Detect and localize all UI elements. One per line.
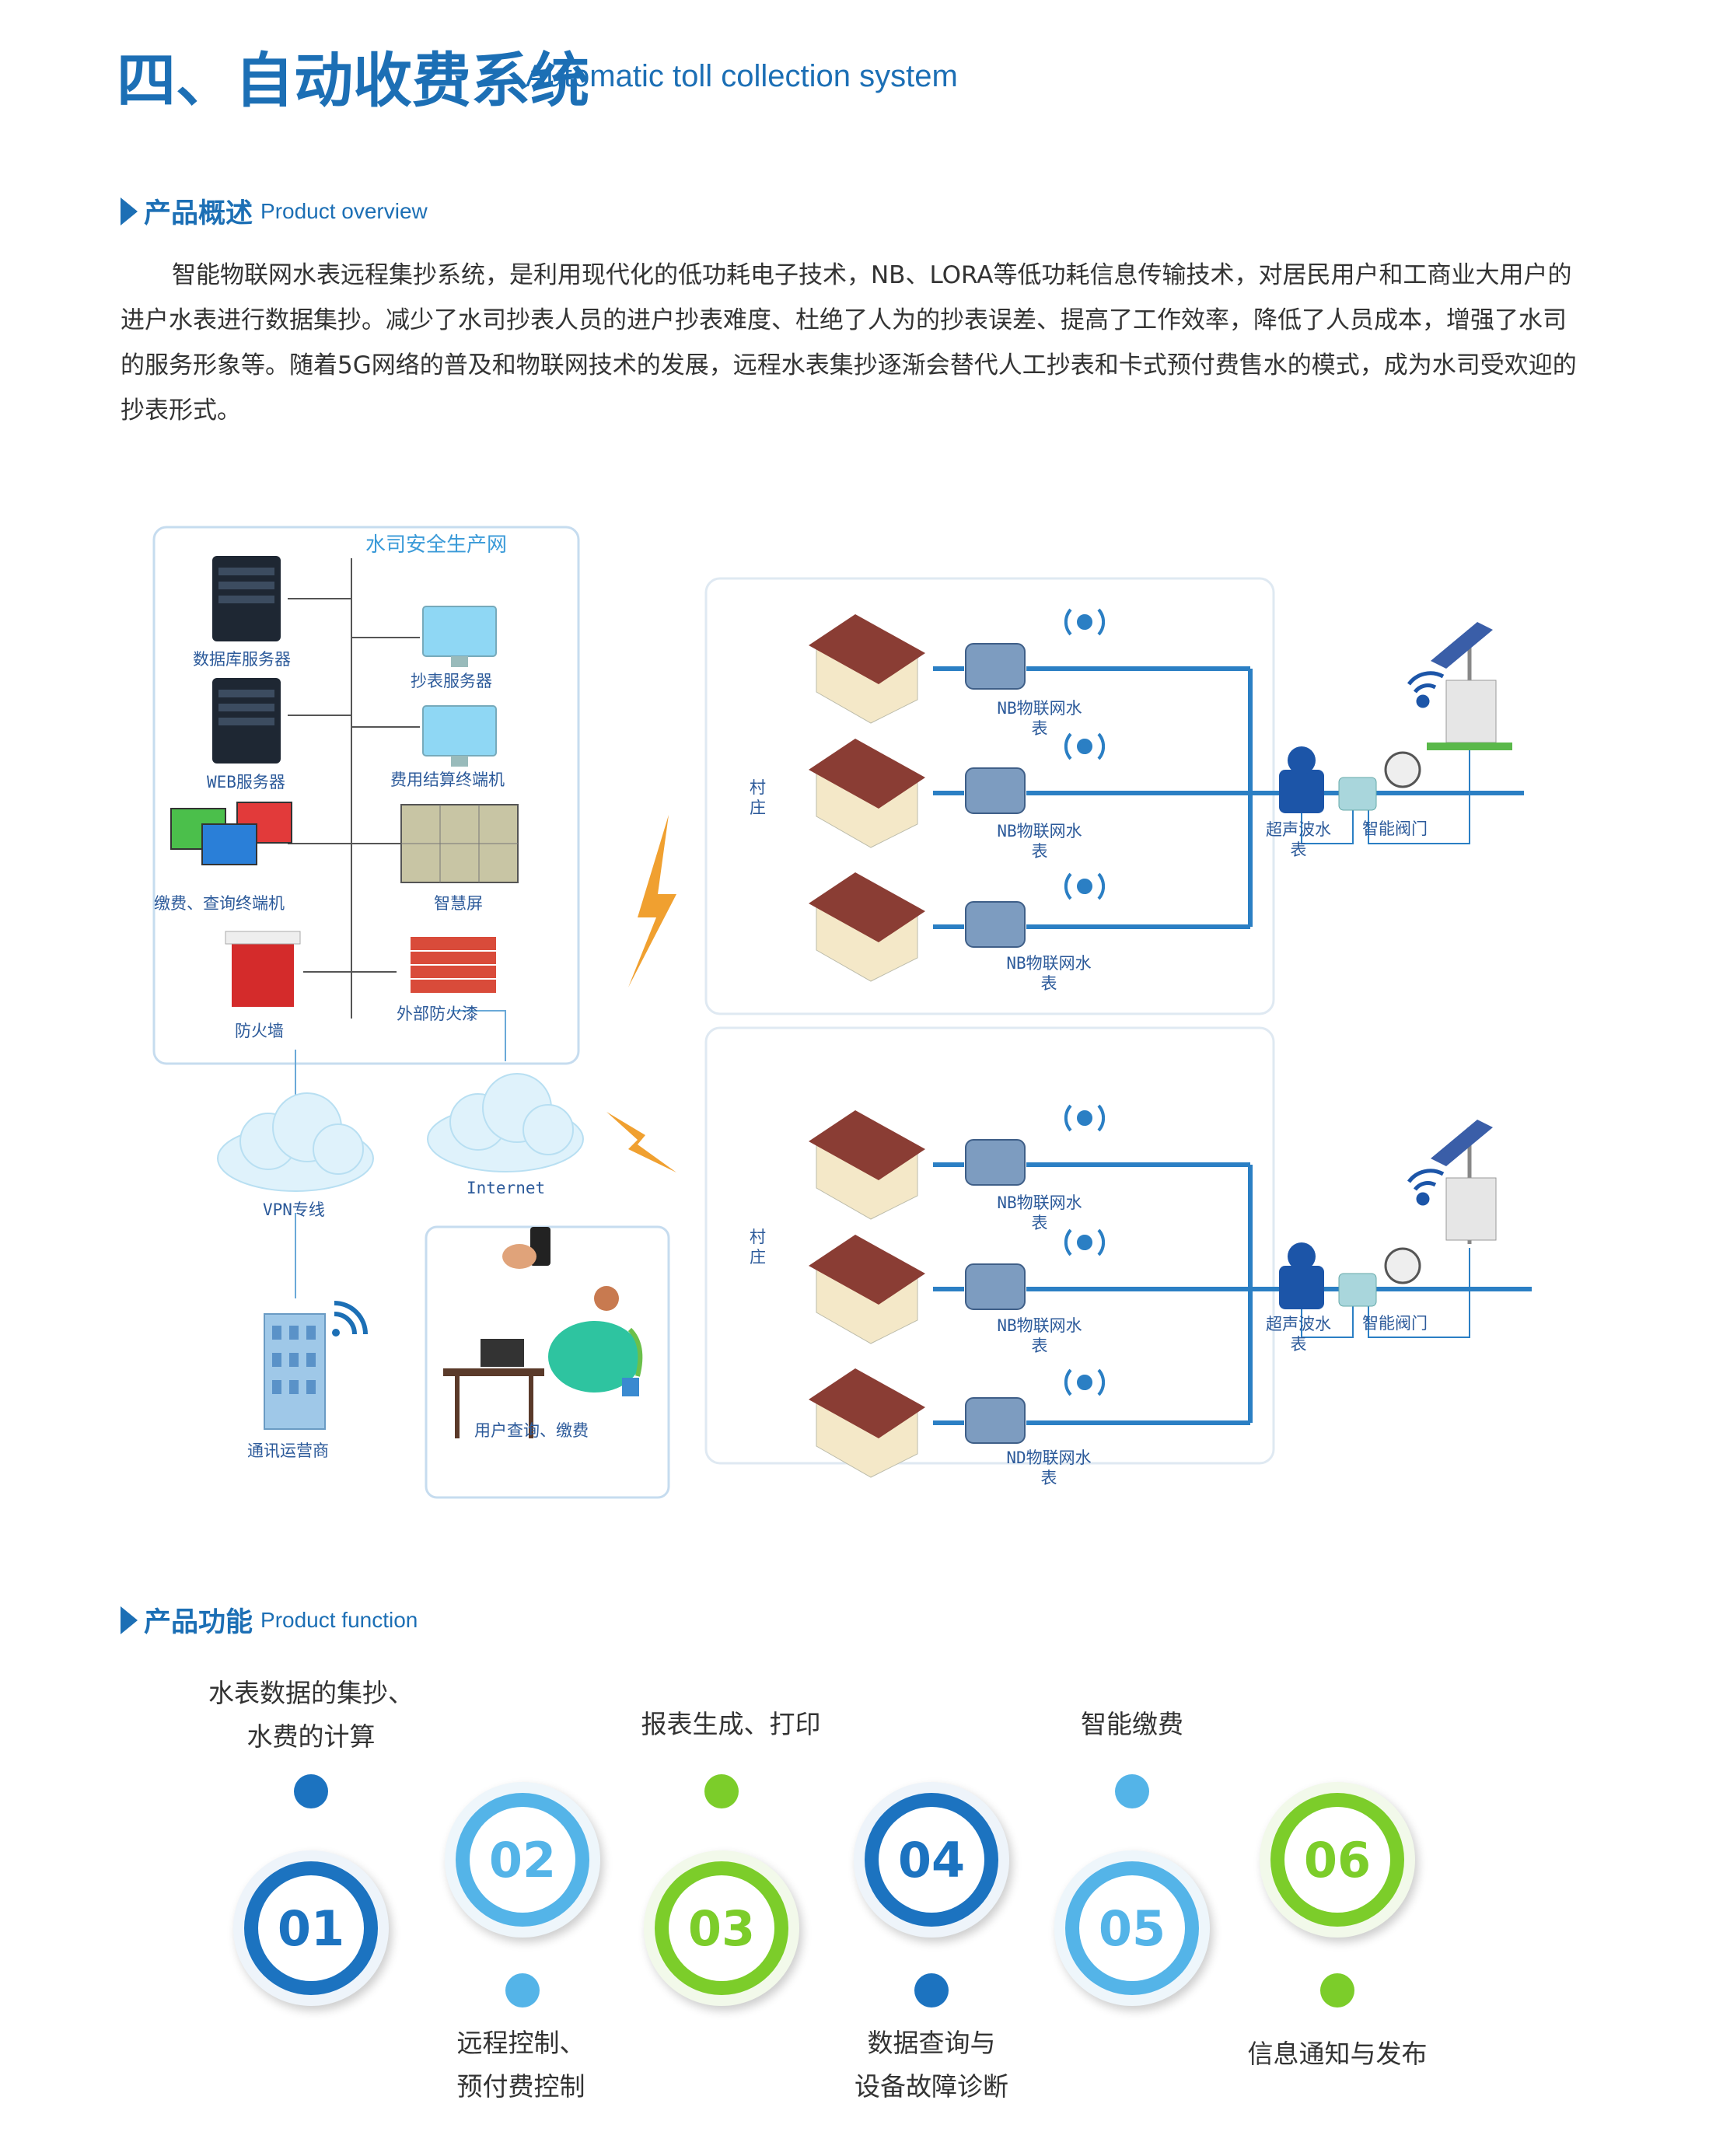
village-label-bottom: 村庄 bbox=[750, 1228, 766, 1267]
function-dot-03 bbox=[704, 1774, 739, 1808]
function-label-02-line1: 远程控制、 bbox=[456, 2028, 585, 2058]
user-query-label: 用户查询、缴费 bbox=[474, 1421, 589, 1440]
meter-label-bot-2: NB物联网水表 bbox=[997, 1316, 1082, 1355]
meter-label-top-1: NB物联网水表 bbox=[997, 699, 1082, 738]
village-top bbox=[933, 666, 1524, 929]
function-circle-03: 03 bbox=[644, 1850, 799, 2006]
meter-server-label: 抄表服务器 bbox=[411, 672, 492, 690]
function-circle-02: 02 bbox=[445, 1782, 600, 1938]
function-label-01-line2: 水费的计算 bbox=[246, 1721, 376, 1752]
function-label-04: 数据查询与 设备故障诊断 bbox=[815, 2021, 1048, 2109]
function-dot-02 bbox=[505, 1973, 540, 2007]
smart-screen-label: 智慧屏 bbox=[434, 894, 483, 913]
external-firewall-label: 外部防火漆 bbox=[397, 1005, 478, 1023]
function-circle-01: 01 bbox=[233, 1850, 389, 2006]
function-label-06: 信息通知与发布 bbox=[1247, 2039, 1428, 2069]
billing-terminal-label: 费用结算终端机 bbox=[390, 770, 505, 789]
village-bottom bbox=[933, 1162, 1532, 1425]
function-num-03: 03 bbox=[669, 1875, 774, 1981]
function-dot-05 bbox=[1115, 1774, 1149, 1808]
function-dot-01 bbox=[294, 1774, 328, 1808]
function-circle-06: 06 bbox=[1260, 1782, 1415, 1938]
function-label-01-line1: 水表数据的集抄、 bbox=[208, 1678, 414, 1708]
meter-label-bot-1: NB物联网水表 bbox=[997, 1193, 1082, 1232]
payment-terminal-label: 缴费、查询终端机 bbox=[154, 894, 285, 913]
meter-label-bot-3: ND物联网水表 bbox=[1006, 1448, 1092, 1487]
overview-heading-cn: 产品概述 bbox=[144, 198, 253, 229]
function-label-03: 报表生成、打印 bbox=[641, 1709, 821, 1739]
chevron-right-icon bbox=[121, 1606, 138, 1634]
function-label-01: 水表数据的集抄、 水费的计算 bbox=[194, 1672, 428, 1759]
meter-label-top-3: NB物联网水表 bbox=[1006, 954, 1092, 993]
system-diagram: 水司安全生产网 数据库服务器 抄表服务器 WEB服务器 费用结算终端机 缴费、查… bbox=[140, 513, 1540, 1508]
function-label-02-line2: 预付费控制 bbox=[456, 2071, 585, 2102]
function-label-05: 智能缴费 bbox=[1081, 1709, 1183, 1739]
firewall-label: 防火墙 bbox=[235, 1022, 284, 1040]
internet-label: Internet bbox=[467, 1179, 546, 1197]
function-dot-06 bbox=[1320, 1973, 1354, 2007]
vpn-label: VPN专线 bbox=[263, 1200, 325, 1219]
valve-label-top: 智能阀门 bbox=[1362, 819, 1428, 838]
page-title: 四、自动收费系统 bbox=[117, 46, 589, 115]
overview-heading: 产品概述 Product overview bbox=[121, 191, 428, 231]
function-heading: 产品功能 Product function bbox=[121, 1600, 418, 1640]
function-num-05: 05 bbox=[1079, 1875, 1185, 1981]
function-num-01: 01 bbox=[258, 1875, 364, 1981]
function-dot-04 bbox=[914, 1973, 949, 2007]
function-circle-04: 04 bbox=[854, 1782, 1009, 1938]
overview-text: 智能物联网水表远程集抄系统，是利用现代化的低功耗电子技术，NB、LORA等低功耗… bbox=[121, 261, 1577, 425]
page-title-en: Automatic toll collection system bbox=[526, 59, 958, 93]
web-server-label: WEB服务器 bbox=[207, 773, 285, 791]
carrier-label: 通讯运营商 bbox=[247, 1441, 329, 1460]
function-label-02: 远程控制、 预付费控制 bbox=[404, 2021, 638, 2109]
overview-heading-en: Product overview bbox=[260, 198, 428, 223]
function-num-04: 04 bbox=[879, 1807, 984, 1913]
meter-label-top-2: NB物联网水表 bbox=[997, 822, 1082, 861]
function-label-04-line1: 数据查询与 bbox=[867, 2028, 996, 2058]
function-label-04-line2: 设备故障诊断 bbox=[855, 2071, 1008, 2102]
function-circle-05: 05 bbox=[1054, 1850, 1210, 2006]
diagram-graphics bbox=[152, 526, 1532, 1499]
function-heading-en: Product function bbox=[260, 1607, 418, 1632]
valve-label-bottom: 智能阀门 bbox=[1362, 1314, 1428, 1333]
function-heading-cn: 产品功能 bbox=[144, 1607, 253, 1638]
function-num-06: 06 bbox=[1284, 1807, 1390, 1913]
function-num-02: 02 bbox=[470, 1807, 575, 1913]
network-title: 水司安全生产网 bbox=[365, 533, 508, 557]
db-server-label: 数据库服务器 bbox=[193, 650, 291, 669]
village-label-top: 村庄 bbox=[750, 778, 766, 817]
ultrasonic-label-bottom: 超声波水表 bbox=[1266, 1315, 1331, 1354]
ultrasonic-label-top: 超声波水表 bbox=[1266, 820, 1331, 859]
chevron-right-icon bbox=[121, 197, 138, 225]
overview-paragraph: 智能物联网水表远程集抄系统，是利用现代化的低功耗电子技术，NB、LORA等低功耗… bbox=[121, 253, 1582, 433]
